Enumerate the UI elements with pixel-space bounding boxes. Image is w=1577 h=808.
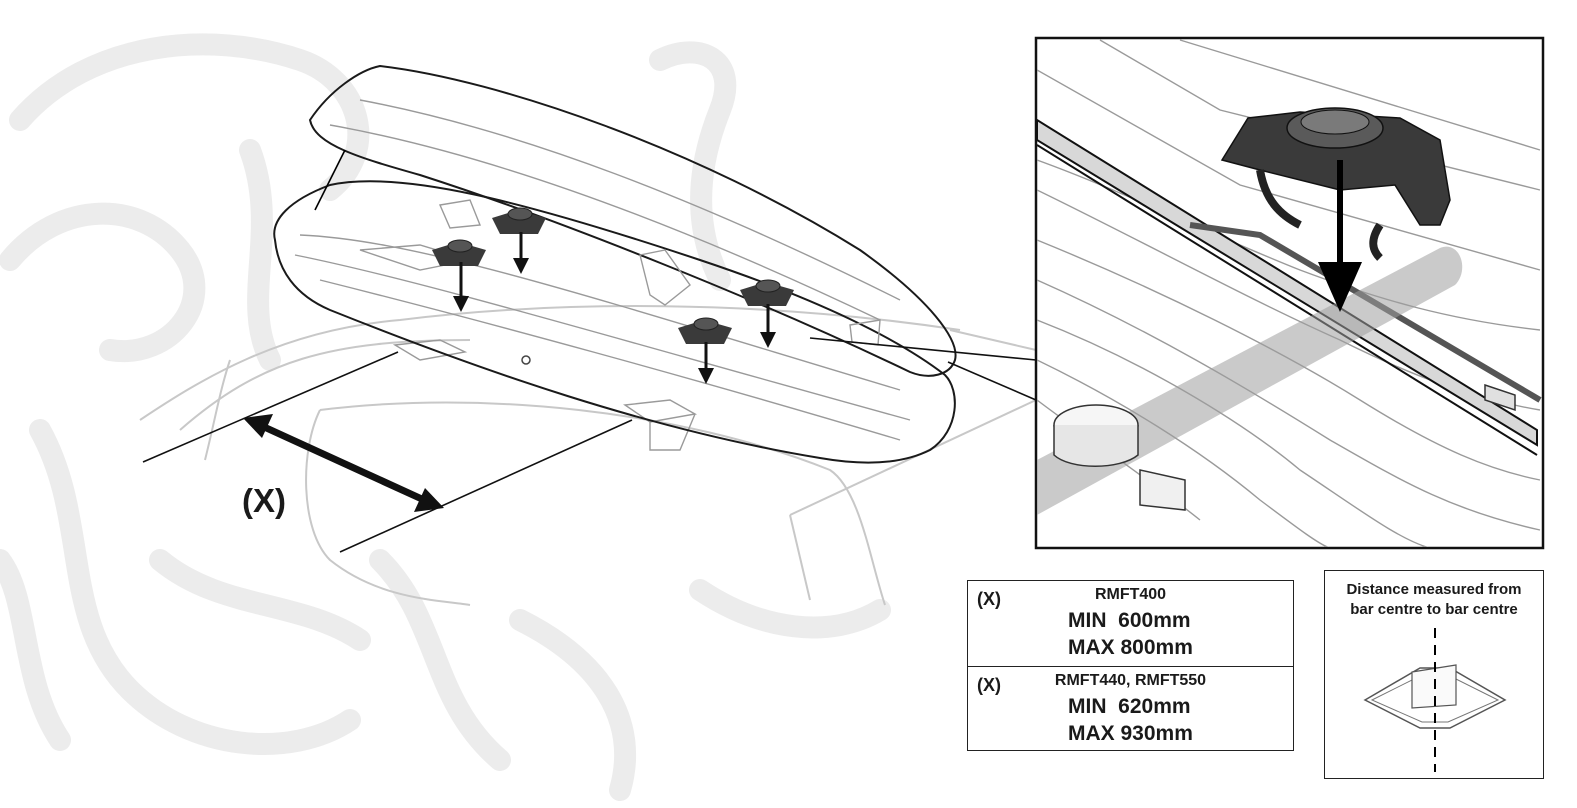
distance-note-text: Distance measured from bar centre to bar… <box>1325 580 1543 620</box>
roof-box <box>273 64 957 464</box>
spec-row-rmft400: (X) RMFT400 MIN 600mm MAX 800mm <box>968 581 1293 666</box>
spec-x-label: (X) <box>977 674 1001 695</box>
spec-max-distance: MAX 800mm <box>1068 636 1193 659</box>
spec-model-names: RMFT440, RMFT550 <box>1054 671 1207 689</box>
mounting-knob-1 <box>432 239 486 312</box>
bar-centre-diagram <box>1363 628 1507 772</box>
mounting-knob-2 <box>492 207 546 274</box>
spec-min-distance: MIN 600mm <box>1068 609 1191 632</box>
spec-min-distance: MIN 620mm <box>1068 694 1191 718</box>
detail-callout-lines <box>809 337 1037 401</box>
spec-model-names: RMFT400 <box>1094 586 1167 603</box>
detail-inset <box>1034 36 1545 550</box>
distance-note-line-1: Distance measured from <box>1346 581 1522 598</box>
mounting-knob-4 <box>678 317 732 384</box>
car-outline <box>139 305 1037 606</box>
background-watermark <box>0 33 891 801</box>
mounting-knob-3 <box>740 279 794 348</box>
distance-note-line-2: bar centre to bar centre <box>1350 601 1518 618</box>
spec-x-label: (X) <box>977 589 1001 609</box>
roof-bars <box>392 339 698 451</box>
spec-table: (X) RMFT400 MIN 600mm MAX 800mm (X) RMFT… <box>967 580 1294 751</box>
dimension-indicator <box>142 351 633 553</box>
spec-max-distance: MAX 930mm <box>1068 721 1193 745</box>
spec-row-rmft440-550: (X) RMFT440, RMFT550 MIN 620mm MAX 930mm <box>968 665 1293 751</box>
dimension-x-label: (X) <box>242 482 286 519</box>
distance-note-box: Distance measured from bar centre to bar… <box>1324 570 1544 779</box>
